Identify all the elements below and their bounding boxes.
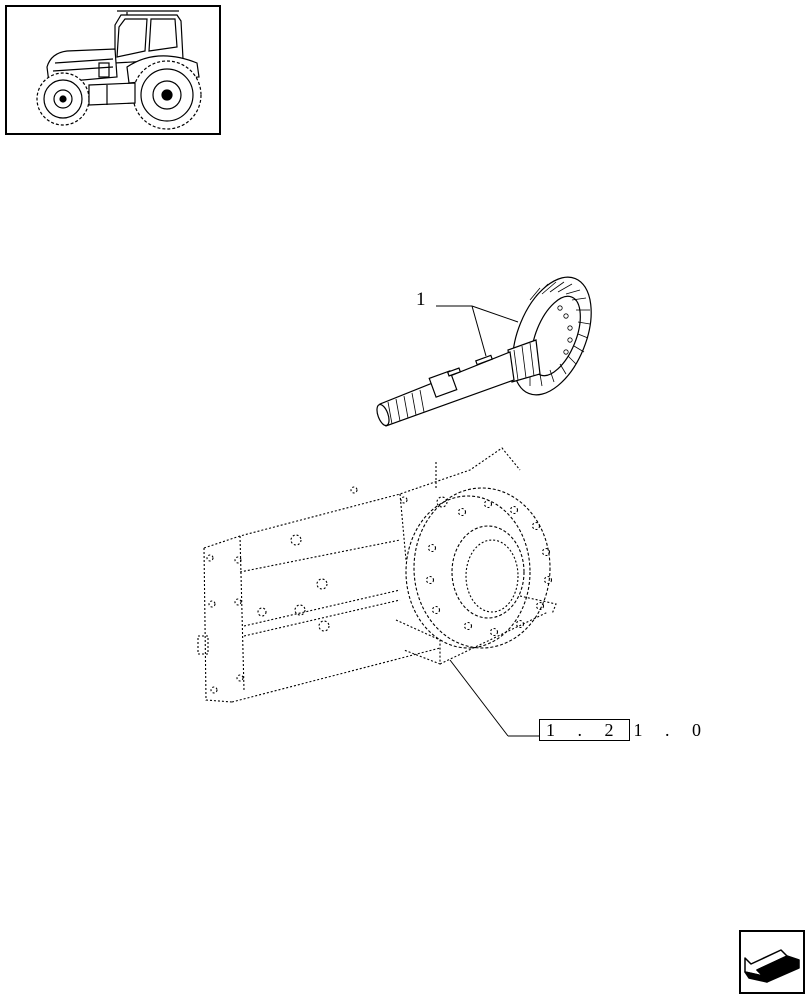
- transmission-housing: [197, 447, 557, 703]
- bevel-gear-set: [376, 276, 592, 427]
- flange-bore: [451, 525, 525, 619]
- tractor-thumbnail: [5, 5, 221, 135]
- tractor-thumbnail-icon: [36, 10, 202, 130]
- callout-1-leader: [436, 305, 519, 357]
- reference-code-suffix: 1 . 0: [633, 720, 710, 740]
- next-page-button[interactable]: [739, 930, 805, 994]
- reference-code-boxed[interactable]: 1 . 2: [539, 719, 630, 741]
- callout-label-1: 1: [416, 289, 426, 310]
- page-arrow-icon: [744, 949, 800, 983]
- reference-code[interactable]: 1 . 2 1 . 0: [539, 719, 710, 741]
- reference-leader: [449, 659, 539, 737]
- housing-flange: [413, 487, 551, 649]
- crown-wheel-bolt-holes: [557, 305, 573, 355]
